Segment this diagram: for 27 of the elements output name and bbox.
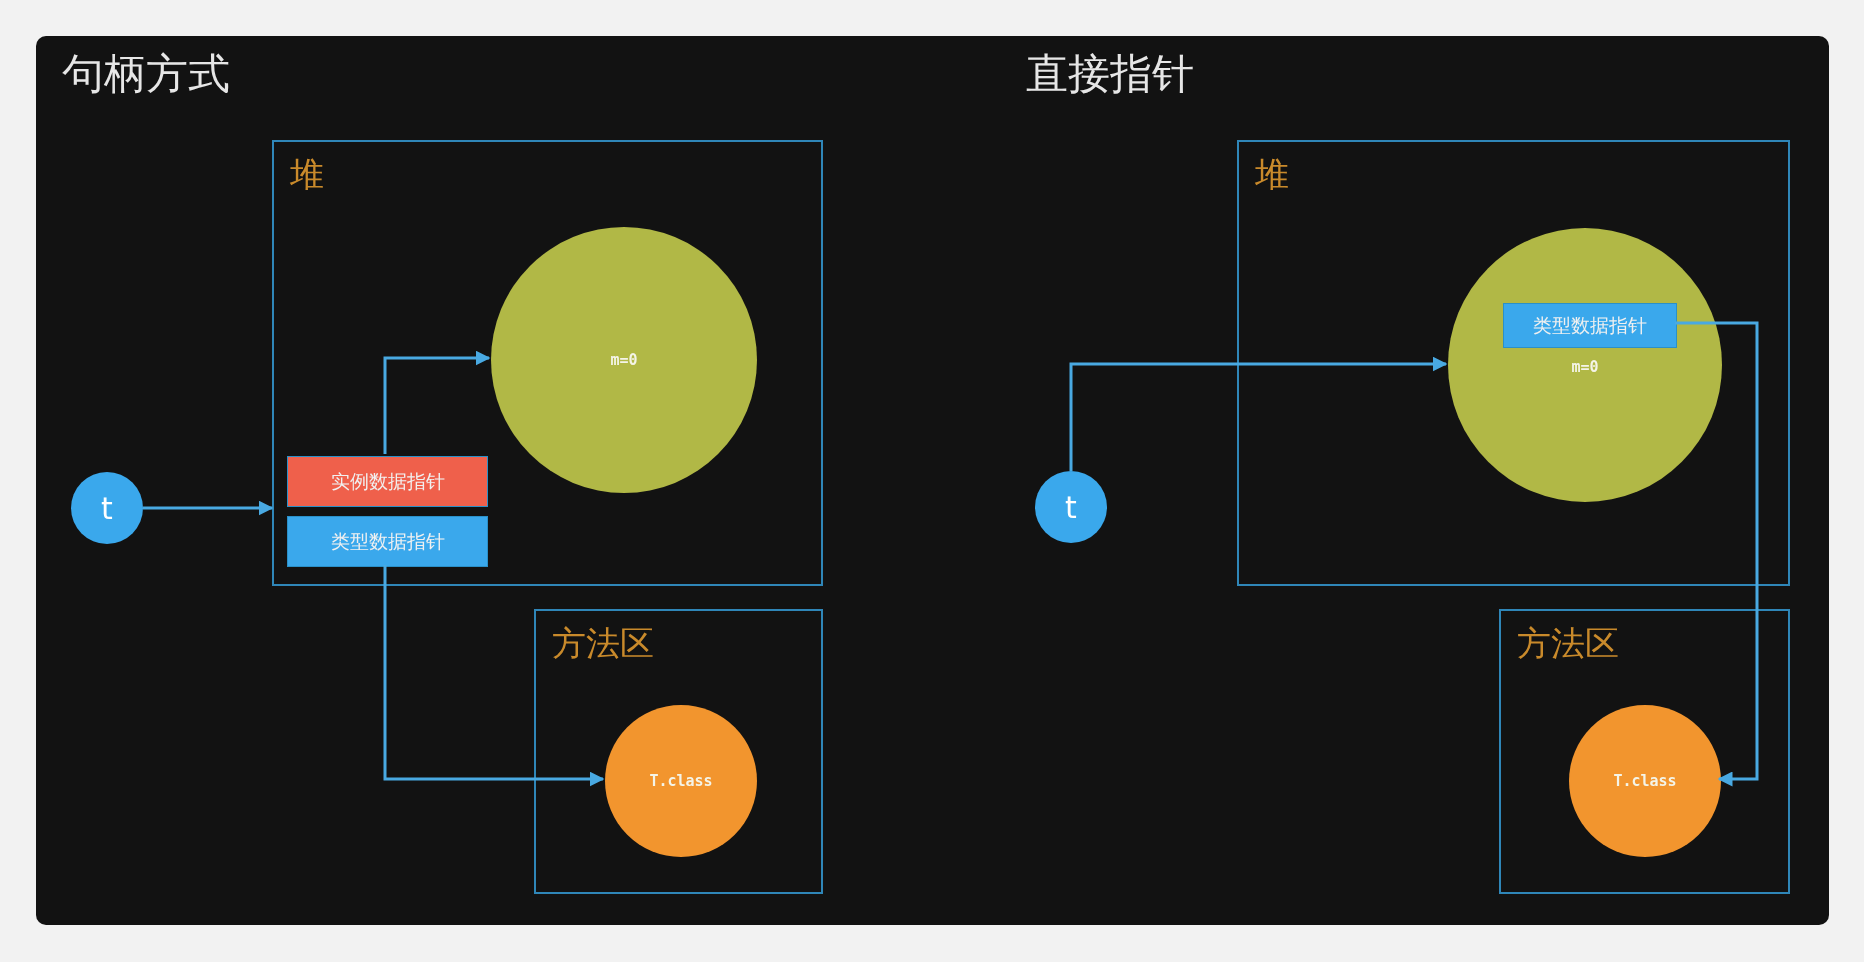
value-label: T.class [649,772,713,790]
pointer-label: 实例数据指针 [330,468,445,494]
arrow [1675,321,1759,787]
arrow [383,565,605,787]
method-area-box [1499,609,1790,894]
arrow [1069,356,1448,471]
method-area-box [534,609,823,894]
region-label: 方法区 [552,622,654,665]
value-label: m=0 [610,351,638,369]
pointer-box [287,516,488,567]
region-label: 堆 [290,153,324,196]
pointer-label: 类型数据指针 [330,528,445,554]
pointer-label: 类型数据指针 [1533,312,1647,338]
value-label: m=0 [1571,358,1599,376]
variable-label: t [101,490,113,526]
region-label: 方法区 [1517,622,1619,665]
pointer-box [287,456,488,507]
heap-region-box [272,140,823,586]
heap-region-box [1237,140,1790,586]
heading: 句柄方式 [62,48,230,100]
pointer-box [1503,303,1677,348]
arrow [383,350,491,454]
variable-label: t [1065,489,1077,525]
arrow [143,500,274,516]
heading: 直接指针 [1026,48,1194,100]
value-label: T.class [1613,772,1677,790]
region-label: 堆 [1255,153,1289,196]
